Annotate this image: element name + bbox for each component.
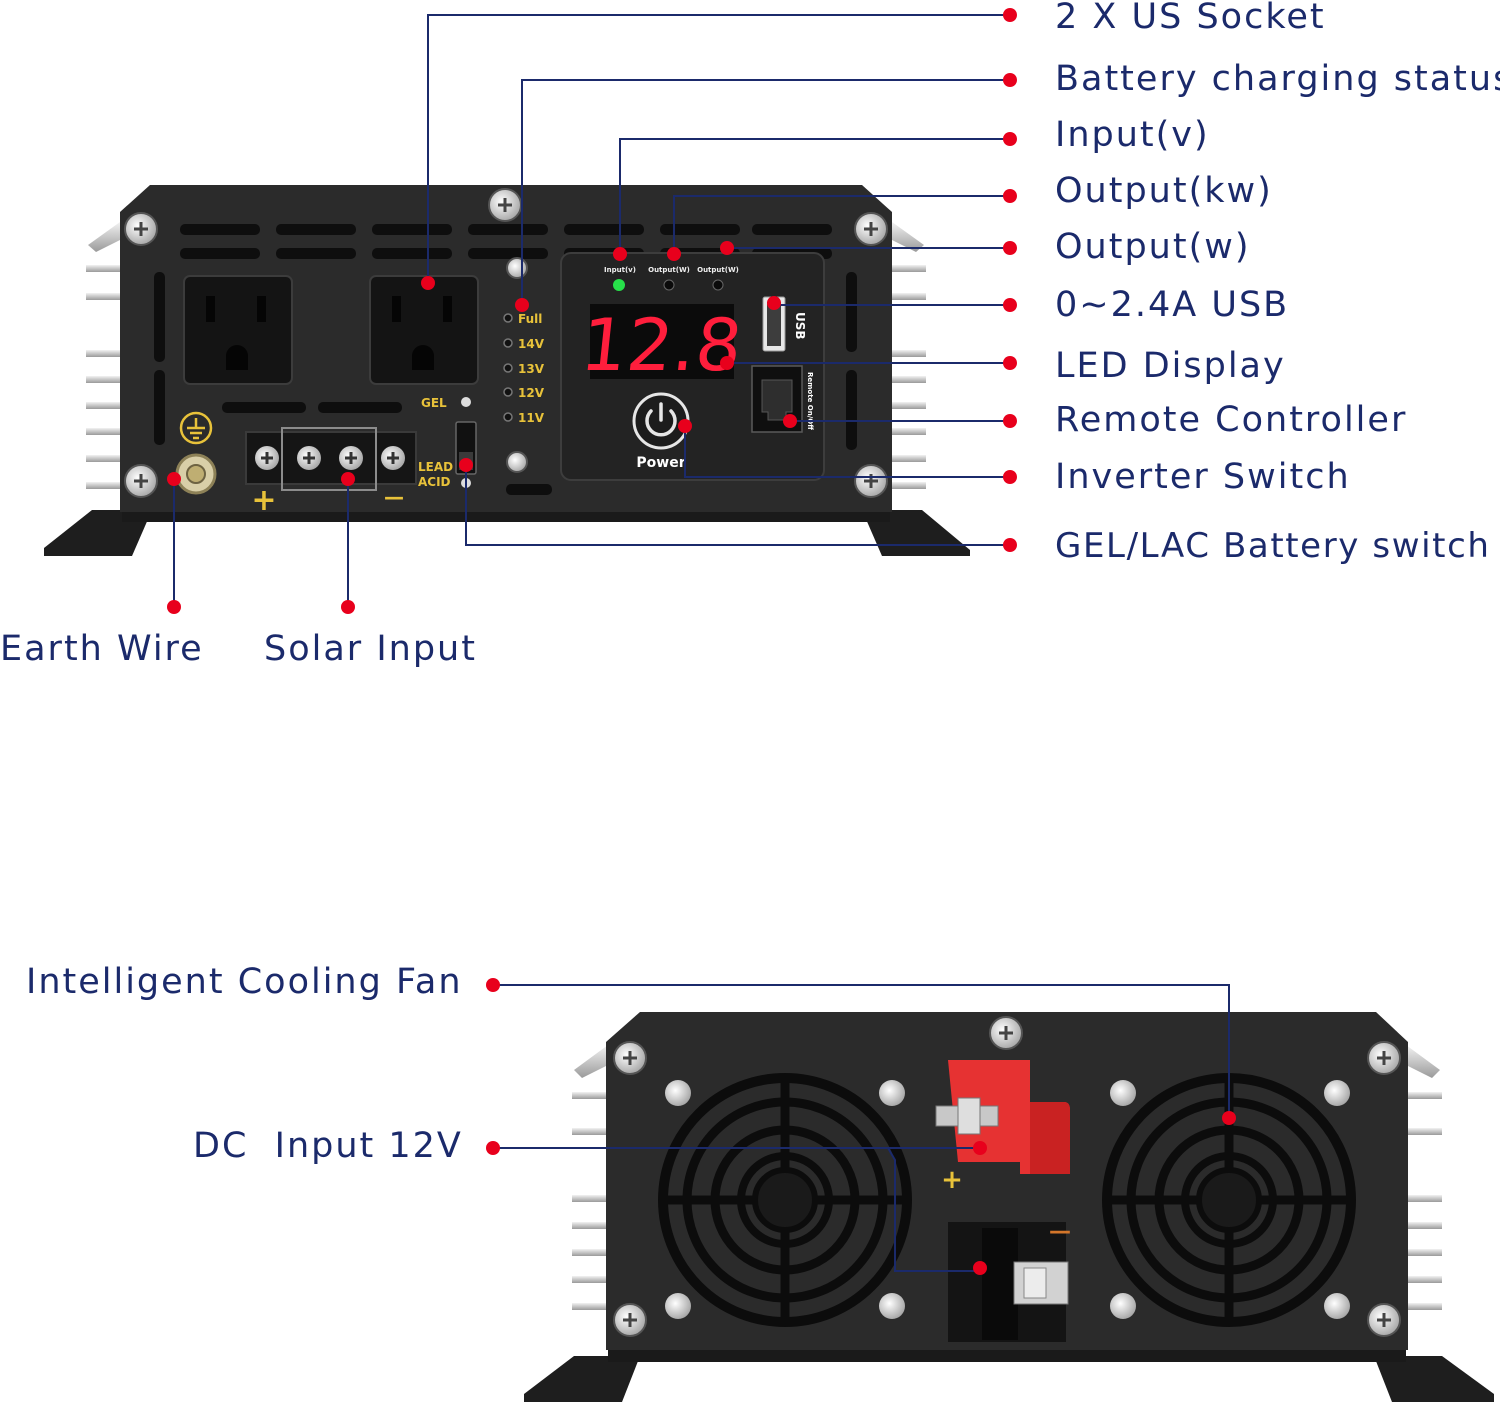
- front-left-fins: [86, 222, 120, 489]
- callout-remote-controller: Remote Controller: [1055, 400, 1408, 440]
- dc-negative-terminal: [948, 1222, 1069, 1342]
- cooling-fan-left: [658, 1073, 912, 1327]
- led-display: [590, 304, 734, 379]
- charge-full-label: Full: [518, 312, 542, 326]
- dc-plus-label: +: [941, 1165, 963, 1195]
- charge-status-leds: [503, 313, 513, 422]
- callout-led-display: LED Display: [1055, 346, 1286, 386]
- usb-label: USB: [793, 312, 807, 340]
- front-marker-dots: [167, 8, 1017, 614]
- led-display-value: 12.8: [577, 304, 746, 388]
- dc-minus-label: —: [1049, 1219, 1071, 1244]
- output-kw-led: [663, 279, 675, 291]
- callout-dc-input: DC Input 12V: [193, 1126, 463, 1166]
- rear-left-foot: [524, 1356, 640, 1402]
- cooling-fan-right: [1102, 1073, 1356, 1327]
- front-leader-lines: [173, 14, 1010, 607]
- charge-14v-label: 14V: [518, 337, 545, 351]
- usb-port: [762, 296, 786, 352]
- led-output-label-2: Output(W): [697, 266, 739, 274]
- acid-label: ACID: [418, 475, 451, 489]
- power-label: Power: [636, 455, 685, 471]
- callout-us-socket: 2 X US Socket: [1055, 0, 1326, 37]
- led-output-label-1: Output(W): [648, 266, 690, 274]
- us-socket-left: [183, 275, 293, 385]
- callout-battery-switch: GEL/LAC Battery switch: [1055, 526, 1491, 566]
- us-socket-right: [369, 275, 479, 385]
- lead-label: LEAD: [418, 460, 453, 474]
- rear-marker-dots: [486, 978, 1236, 1275]
- rear-leader-lines: [493, 984, 1230, 1272]
- callout-solar-input: Solar Input: [264, 629, 477, 669]
- callout-battery-charging-status: Battery charging status: [1055, 59, 1500, 99]
- charge-11v-label: 11V: [518, 411, 545, 425]
- callout-output-kw: Output(kw): [1055, 171, 1273, 211]
- earth-ground-icon: [179, 411, 213, 445]
- solar-plus-label: +: [251, 483, 276, 518]
- solar-input-terminal: [245, 427, 417, 491]
- front-unit: + — Full 14V 13V 12V 11V GEL LEAD ACID I…: [44, 185, 970, 556]
- charge-13v-label: 13V: [518, 362, 545, 376]
- callout-output-w: Output(w): [1055, 227, 1251, 267]
- front-right-fins: [892, 222, 926, 489]
- rear-right-fins: [1406, 1045, 1442, 1310]
- rear-unit: + —: [524, 1012, 1494, 1402]
- rear-bottom-trim: [608, 1350, 1406, 1362]
- callout-inverter-switch: Inverter Switch: [1055, 457, 1351, 497]
- rear-screws: [613, 1016, 1401, 1337]
- output-w-led: [712, 279, 724, 291]
- remote-label: Remote On/Off: [806, 372, 814, 430]
- led-input-label: Input(v): [604, 266, 636, 274]
- front-bottom-trim: [122, 512, 890, 522]
- solar-minus-label: —: [384, 485, 404, 509]
- rear-left-fins: [572, 1045, 608, 1310]
- earth-wire-post: [175, 453, 217, 495]
- front-screws: [124, 188, 888, 498]
- charge-12v-label: 12V: [518, 386, 545, 400]
- gel-indicator: [461, 397, 471, 407]
- callout-cooling-fan: Intelligent Cooling Fan: [26, 962, 463, 1002]
- rear-right-foot: [1374, 1356, 1494, 1402]
- power-button: [632, 392, 690, 450]
- callout-usb: 0~2.4A USB: [1055, 285, 1290, 325]
- callout-earth-wire: Earth Wire: [0, 629, 204, 669]
- gel-label: GEL: [421, 396, 447, 410]
- callout-input-v: Input(v): [1055, 115, 1210, 155]
- input-led: [613, 279, 625, 291]
